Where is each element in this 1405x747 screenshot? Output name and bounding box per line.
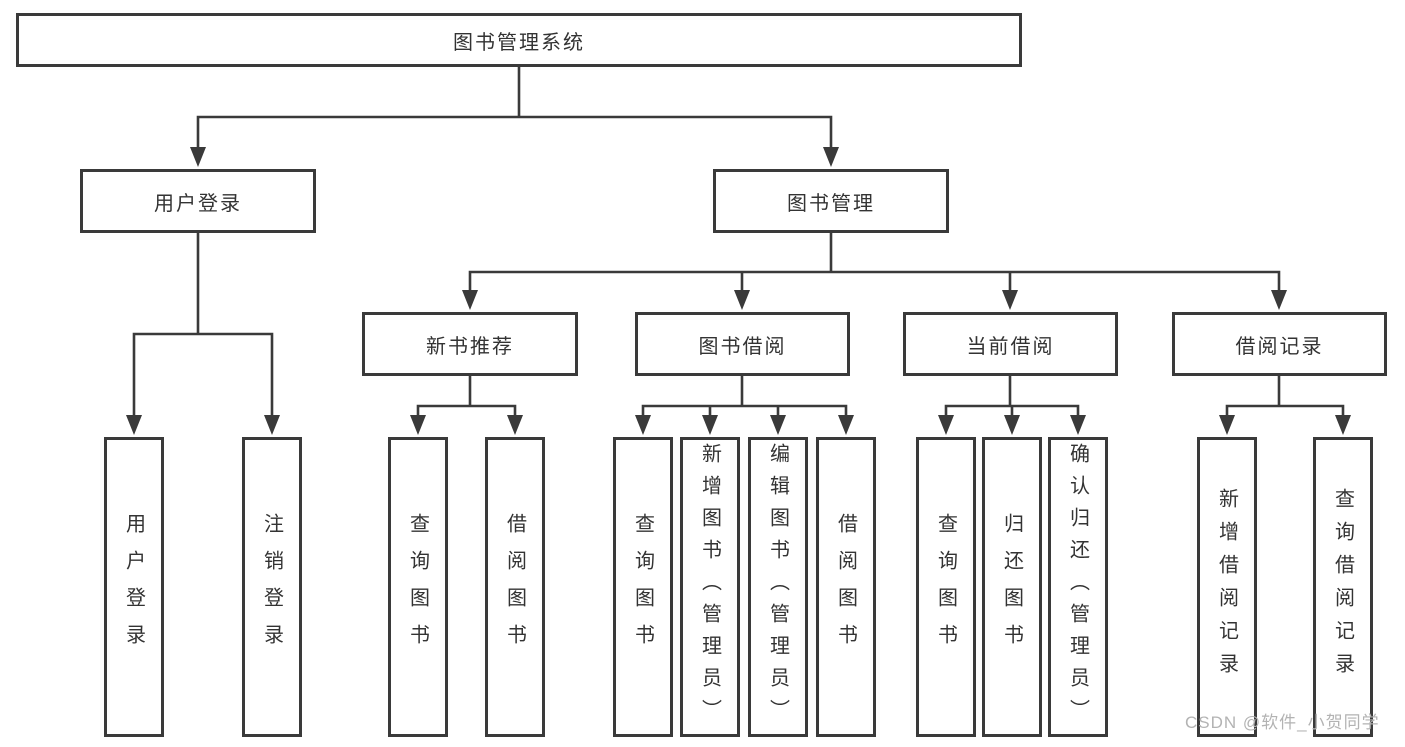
node-borrowing-records: 借阅记录 bbox=[1172, 312, 1387, 376]
node-logout-leaf: 注销登录 bbox=[242, 437, 302, 737]
node-user-login-branch: 用户登录 bbox=[80, 169, 316, 233]
node-confirm-return-admin: 确认归还（管理员） bbox=[1048, 437, 1108, 737]
node-query-books-recommend: 查询图书 bbox=[388, 437, 448, 737]
node-label: 查询图书 bbox=[631, 513, 654, 661]
connector-borrowing bbox=[641, 374, 848, 419]
connector-user-branch bbox=[132, 231, 274, 418]
node-return-books: 归还图书 bbox=[982, 437, 1042, 737]
node-label: 图书管理系统 bbox=[453, 31, 585, 54]
connector-book-branch bbox=[468, 231, 1281, 293]
node-label: 借阅图书 bbox=[834, 513, 857, 661]
node-label: 编辑图书（管理员） bbox=[766, 443, 789, 731]
connector-current bbox=[944, 374, 1080, 419]
connector-root bbox=[196, 65, 833, 149]
node-label: 归还图书 bbox=[1000, 513, 1023, 661]
node-label: 查询图书 bbox=[934, 513, 957, 661]
node-label: 新增借阅记录 bbox=[1215, 488, 1238, 686]
node-label: 用户登录 bbox=[122, 513, 145, 661]
node-query-books-current: 查询图书 bbox=[916, 437, 976, 737]
node-query-borrow-record: 查询借阅记录 bbox=[1313, 437, 1373, 737]
node-label: 新增图书（管理员） bbox=[698, 443, 721, 731]
csdn-watermark: CSDN @软件_小贺同学 bbox=[1185, 713, 1380, 732]
connector-records bbox=[1225, 374, 1345, 419]
node-add-borrow-record: 新增借阅记录 bbox=[1197, 437, 1257, 737]
node-user-login-leaf: 用户登录 bbox=[104, 437, 164, 737]
node-label: 确认归还（管理员） bbox=[1066, 443, 1089, 731]
node-label: 借阅记录 bbox=[1235, 335, 1324, 358]
node-label: 用户登录 bbox=[154, 192, 242, 215]
node-new-book-recommendation: 新书推荐 bbox=[362, 312, 578, 376]
node-label: 借阅图书 bbox=[503, 513, 526, 661]
node-book-borrowing: 图书借阅 bbox=[635, 312, 850, 376]
node-label: 图书借阅 bbox=[698, 335, 787, 358]
node-label: 图书管理 bbox=[787, 192, 875, 215]
node-label: 当前借阅 bbox=[966, 335, 1055, 358]
arrowheads bbox=[126, 147, 1351, 435]
node-library-management-system: 图书管理系统 bbox=[16, 13, 1022, 67]
node-label: 查询图书 bbox=[406, 513, 429, 661]
node-current-borrowing: 当前借阅 bbox=[903, 312, 1118, 376]
node-label: 查询借阅记录 bbox=[1331, 488, 1354, 686]
connector-recommend bbox=[416, 374, 517, 419]
node-label: 新书推荐 bbox=[426, 335, 514, 358]
node-query-books-borrowing: 查询图书 bbox=[613, 437, 673, 737]
node-edit-books-admin: 编辑图书（管理员） bbox=[748, 437, 808, 737]
node-add-books-admin: 新增图书（管理员） bbox=[680, 437, 740, 737]
node-book-management-branch: 图书管理 bbox=[713, 169, 949, 233]
node-borrow-books-borrowing: 借阅图书 bbox=[816, 437, 876, 737]
node-borrow-books-recommend: 借阅图书 bbox=[485, 437, 545, 737]
node-label: 注销登录 bbox=[260, 513, 283, 661]
